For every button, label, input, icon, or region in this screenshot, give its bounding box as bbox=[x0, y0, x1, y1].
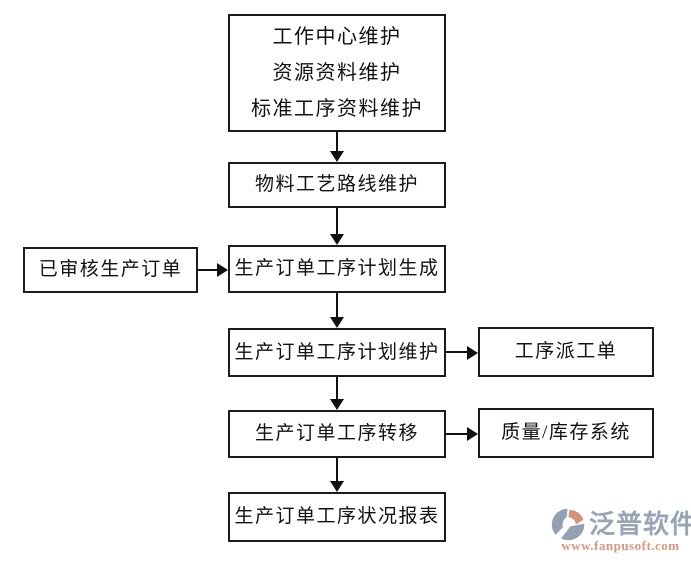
fanpu-logo-icon bbox=[551, 508, 585, 541]
arrow-maintain-to-dispatch-head-icon bbox=[467, 346, 478, 360]
flow-box-plan-generate-label: 生产订单工序计划生成 bbox=[234, 258, 440, 280]
brand-watermark: 泛普软件 www.fanpusoft.com bbox=[550, 506, 691, 560]
arrow-transfer-to-report-line bbox=[336, 457, 338, 482]
arrow-maintain-to-dispatch-line bbox=[445, 351, 468, 353]
flow-box-plan-maintain-label: 生产订单工序计划维护 bbox=[234, 341, 440, 363]
arrow-routing-to-generate-line bbox=[336, 207, 338, 235]
flow-box-process-transfer: 生产订单工序转移 bbox=[228, 410, 446, 458]
brand-name: 泛普软件 bbox=[589, 509, 691, 539]
flow-box-quality-inventory: 质量/库存系统 bbox=[478, 408, 654, 458]
flow-box-status-report: 生产订单工序状况报表 bbox=[228, 492, 446, 542]
flow-box-setup-line-1: 工作中心维护 bbox=[272, 26, 402, 48]
arrow-approved-to-generate-line bbox=[197, 269, 218, 271]
flow-box-status-report-label: 生产订单工序状况报表 bbox=[234, 506, 440, 528]
brand-row: 泛普软件 bbox=[550, 506, 691, 543]
flow-box-material-routing-label: 物料工艺路线维护 bbox=[254, 174, 419, 196]
arrow-maintain-to-transfer-head-icon bbox=[330, 399, 344, 410]
flow-box-plan-generate: 生产订单工序计划生成 bbox=[228, 245, 446, 293]
flow-box-process-transfer-label: 生产订单工序转移 bbox=[254, 423, 419, 445]
flow-box-setup-line-2: 资源资料维护 bbox=[272, 62, 402, 84]
flow-box-approved-order: 已审核生产订单 bbox=[23, 247, 198, 293]
flow-box-material-routing: 物料工艺路线维护 bbox=[228, 162, 446, 208]
arrow-setup-to-routing-line bbox=[336, 131, 338, 152]
flow-box-dispatch-order-label: 工序派工单 bbox=[514, 341, 618, 363]
arrow-transfer-to-quality-head-icon bbox=[467, 427, 478, 441]
arrow-setup-to-routing-head-icon bbox=[330, 151, 344, 162]
arrow-generate-to-maintain-line bbox=[336, 292, 338, 318]
arrow-approved-to-generate-head-icon bbox=[217, 263, 228, 277]
flow-box-setup-line-3: 标准工序资料维护 bbox=[251, 98, 423, 120]
flow-box-approved-order-label: 已审核生产订单 bbox=[38, 259, 183, 281]
flow-box-dispatch-order: 工序派工单 bbox=[478, 327, 654, 377]
arrow-transfer-to-quality-line bbox=[445, 433, 468, 435]
arrow-maintain-to-transfer-line bbox=[336, 376, 338, 400]
flow-box-plan-maintain: 生产订单工序计划维护 bbox=[228, 328, 446, 377]
brand-url: www.fanpusoft.com bbox=[561, 538, 680, 553]
arrow-transfer-to-report-head-icon bbox=[330, 481, 344, 492]
arrow-routing-to-generate-head-icon bbox=[330, 234, 344, 245]
arrow-generate-to-maintain-head-icon bbox=[330, 317, 344, 328]
flow-box-setup-maintenance: 工作中心维护 资源资料维护 标准工序资料维护 bbox=[228, 14, 446, 132]
flow-box-quality-inventory-label: 质量/库存系统 bbox=[501, 422, 631, 444]
